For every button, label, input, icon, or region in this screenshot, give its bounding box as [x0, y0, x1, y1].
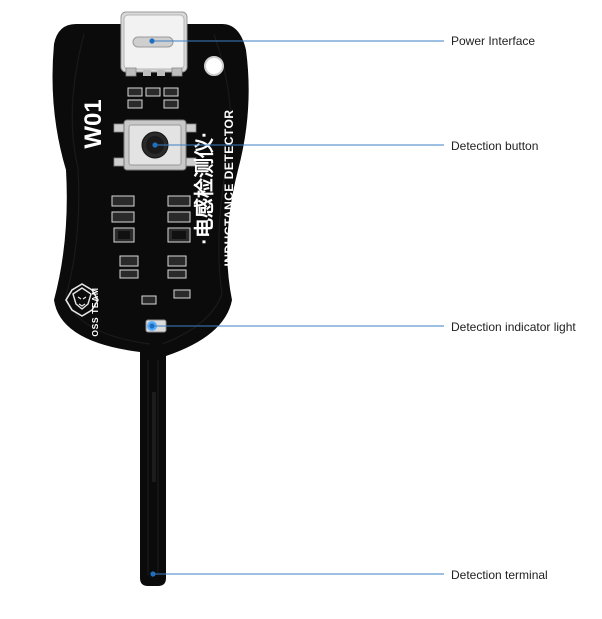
pcb-outline [52, 24, 249, 586]
callout-label-light: Detection indicator light [451, 320, 576, 334]
board-name-en: INDUCTANCE DETECTOR [222, 109, 236, 266]
callout-label-button: Detection button [451, 139, 538, 153]
smd-resistor [173, 289, 191, 299]
callout-dot [149, 38, 155, 44]
smd-resistor [141, 295, 157, 305]
smd-capacitor [167, 211, 191, 223]
usb-c-solder-tab [125, 67, 137, 77]
usb-c-connector [120, 11, 188, 77]
mounting-hole [204, 56, 224, 76]
smd-resistor [119, 255, 139, 267]
board-model-label: W01 [80, 99, 107, 148]
edge-trace [65, 33, 151, 345]
smd-resistor [163, 87, 179, 97]
smd-capacitor [111, 195, 135, 207]
usb-c-pin [157, 70, 165, 76]
smd-resistor [167, 255, 187, 267]
board-brand: OSS TEAM [90, 287, 100, 336]
callout-label-terminal: Detection terminal [451, 568, 548, 582]
callout-dot [149, 323, 155, 329]
smd-resistor [127, 87, 143, 97]
callout-dot [152, 142, 158, 148]
callout-detection-terminal: Detection terminal [150, 568, 548, 582]
smd-resistor [167, 269, 187, 279]
edge-trace [161, 33, 232, 345]
callout-power-interface: Power Interface [149, 34, 535, 48]
usb-c-solder-tab [171, 67, 183, 77]
callout-label-power: Power Interface [451, 34, 535, 48]
smd-group-led [141, 289, 191, 305]
usb-c-pin [143, 70, 151, 76]
tiger-head-logo-icon [65, 283, 99, 317]
pcb-board [52, 24, 249, 586]
smd-group-right [167, 195, 191, 279]
smd-resistor [145, 87, 161, 97]
smd-inductor-core [118, 231, 130, 239]
callout-dot [150, 571, 156, 577]
callout-detection-button: Detection button [152, 139, 538, 153]
smd-capacitor [167, 195, 191, 207]
callout-detection-light: Detection indicator light [149, 320, 576, 334]
smd-resistor [119, 269, 139, 279]
smd-resistor [163, 99, 179, 109]
stem-trace-pad [152, 392, 156, 482]
smd-group-left [111, 195, 139, 279]
smd-capacitor [111, 211, 135, 223]
board-name-cn: ·电感检测仪· [192, 131, 216, 244]
smd-inductor-core [172, 231, 186, 239]
smd-resistor [127, 99, 143, 109]
smd-group-top [127, 87, 179, 109]
